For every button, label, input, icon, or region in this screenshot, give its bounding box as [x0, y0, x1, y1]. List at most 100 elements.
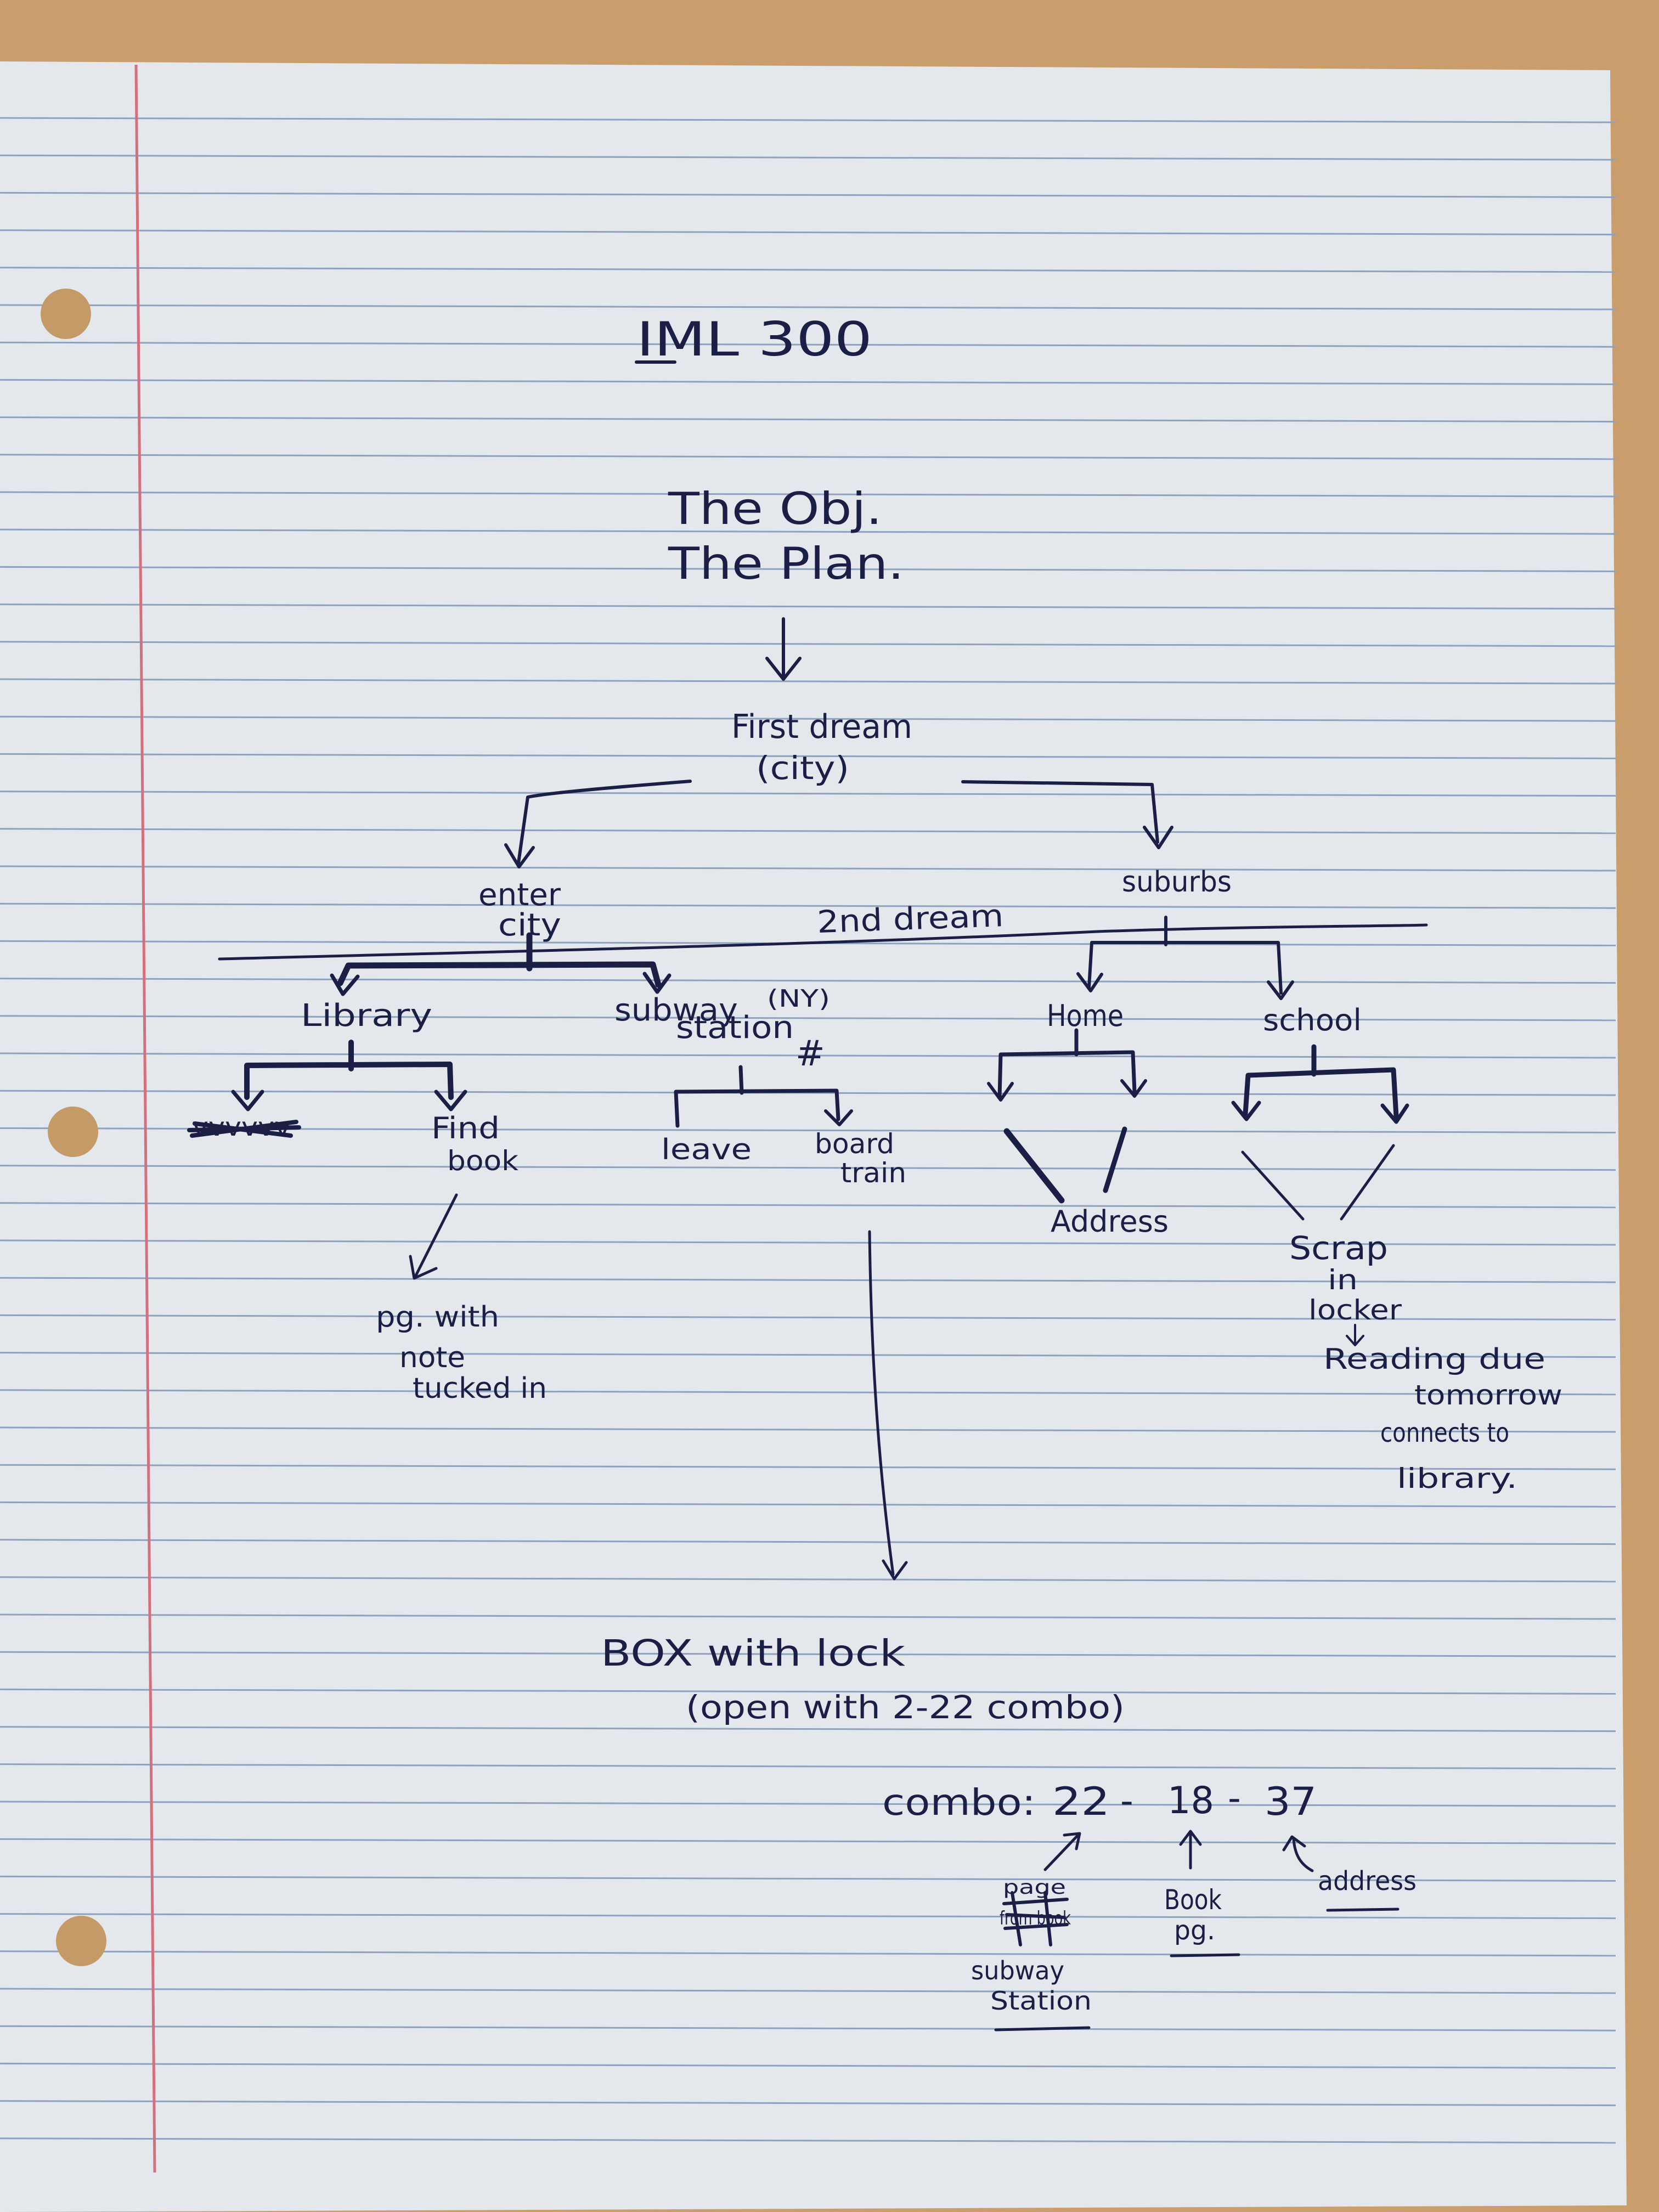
ruled-line: [0, 117, 1616, 123]
ruled-line: [0, 1352, 1616, 1358]
combo-separator-2: -: [1228, 1777, 1241, 1819]
ruled-line: [0, 1277, 1616, 1283]
library-arrowhead: [330, 973, 360, 996]
ruled-line: [0, 2025, 1616, 2032]
ruled-line: [0, 2062, 1616, 2069]
box-combo-note: (open with 2-22 combo): [686, 1689, 1125, 1726]
locker-to-reading-arrow: [1346, 1324, 1364, 1346]
ruled-line: [0, 1165, 1616, 1171]
binder-hole-top: [41, 289, 91, 339]
ruled-line: [0, 2100, 1616, 2107]
locker-label: locker: [1308, 1294, 1402, 1326]
source-book-underline: [1170, 1953, 1240, 1957]
board-train-label-line1: board: [815, 1128, 894, 1160]
paper-sheet: [0, 61, 1627, 2212]
strike-through-scribble: [187, 1120, 301, 1138]
home-right-converge: [1103, 1126, 1127, 1193]
library-left-arrowhead: [231, 1090, 264, 1111]
station-label: station: [676, 1010, 794, 1046]
home-right-arrowhead: [1120, 1079, 1147, 1098]
ruled-line: [0, 1464, 1616, 1470]
first-dream-label: First dream: [731, 708, 912, 746]
subway-right-arrowhead: [824, 1109, 853, 1126]
ruled-line: [0, 1052, 1616, 1059]
ruled-line: [0, 603, 1616, 610]
home-label: Home: [1047, 998, 1124, 1033]
school-arrowhead: [1267, 980, 1294, 1000]
subway-arrowhead: [642, 972, 672, 994]
ruled-line: [0, 828, 1616, 834]
leave-label: leave: [661, 1133, 752, 1166]
ruled-line: [0, 1090, 1616, 1096]
ruled-line: [0, 1239, 1616, 1246]
page-note-line2: note: [399, 1341, 465, 1374]
ruled-line: [0, 1651, 1616, 1657]
subway-tag: (NY): [767, 985, 830, 1013]
combo-digit-2: 18: [1167, 1779, 1214, 1822]
margin-line: [134, 64, 156, 2173]
ruled-line: [0, 978, 1616, 984]
library-right-arrowhead: [434, 1090, 467, 1111]
struck-source-scribble: [1002, 1891, 1069, 1946]
school-label: school: [1263, 1003, 1362, 1037]
suburbs-arrowhead: [1143, 826, 1173, 849]
ruled-line: [0, 566, 1616, 572]
ruled-line: [0, 1389, 1616, 1396]
ruled-line: [0, 528, 1616, 535]
source-subway-underline: [994, 2026, 1091, 2032]
scrap-label: Scrap: [1289, 1229, 1388, 1267]
find-book-arrowhead: [409, 1255, 438, 1280]
second-dream-divider: [218, 923, 1428, 961]
ruled-line: [0, 902, 1616, 909]
ruled-line: [0, 1015, 1616, 1022]
enter-city-label-line1: enter: [478, 877, 561, 913]
combo-source-arrow-1: [1043, 1832, 1081, 1871]
suburbs-label: suburbs: [1122, 866, 1232, 899]
ruled-line: [0, 678, 1616, 685]
branch-to-enter-city: [517, 780, 692, 865]
branch-to-suburbs: [961, 780, 1159, 844]
suburbs-bracket: [1087, 916, 1283, 995]
library-bracket: [244, 1040, 454, 1100]
enter-city-bracket: [337, 932, 662, 988]
subway-bracket: [674, 1065, 840, 1128]
combo-source-arrow-2: [1179, 1830, 1202, 1870]
course-title: IML 300: [636, 312, 872, 367]
find-book-label-line2: book: [447, 1145, 518, 1177]
binder-hole-middle: [48, 1107, 98, 1157]
combo-digit-3: 37: [1265, 1779, 1317, 1824]
school-bracket: [1243, 1044, 1399, 1119]
reading-note-line3: connects to: [1380, 1418, 1509, 1448]
combo-digit-1: 22: [1052, 1779, 1110, 1824]
school-left-converge: [1241, 1150, 1305, 1221]
reading-note-line1: Reading due: [1323, 1343, 1545, 1376]
ruled-line: [0, 1613, 1616, 1620]
ruled-line: [0, 1726, 1616, 1733]
source-book-line2: pg.: [1174, 1915, 1215, 1946]
source-subway-line2: Station: [990, 1986, 1092, 2016]
find-book-label-line1: Find: [431, 1111, 500, 1146]
school-right-converge: [1340, 1144, 1395, 1221]
reading-note-line2: tomorrow: [1414, 1379, 1562, 1411]
enter-city-arrowhead: [504, 843, 535, 868]
school-left-arrowhead: [1231, 1101, 1261, 1121]
ruled-line: [0, 1950, 1616, 1957]
ruled-line: [0, 1988, 1616, 1994]
ruled-line: [0, 454, 1616, 460]
ruled-line: [0, 1501, 1616, 1508]
combo-separator-1: -: [1120, 1780, 1133, 1822]
ruled-line: [0, 191, 1616, 198]
ruled-line: [0, 379, 1616, 385]
combo-prefix: combo:: [882, 1781, 1036, 1824]
plan-label: The Plan.: [668, 538, 904, 589]
page-note-line1: pg. with: [376, 1301, 499, 1334]
ruled-line: [0, 753, 1616, 759]
ruled-line: [0, 416, 1616, 423]
source-address-underline: [1326, 1908, 1400, 1912]
ruled-line: [0, 1539, 1616, 1545]
ruled-line: [0, 1688, 1616, 1695]
home-left-arrowhead: [987, 1082, 1014, 1102]
board-train-label-line2: train: [840, 1157, 906, 1189]
find-book-to-page-arrow: [414, 1193, 458, 1277]
ruled-line: [0, 641, 1616, 647]
